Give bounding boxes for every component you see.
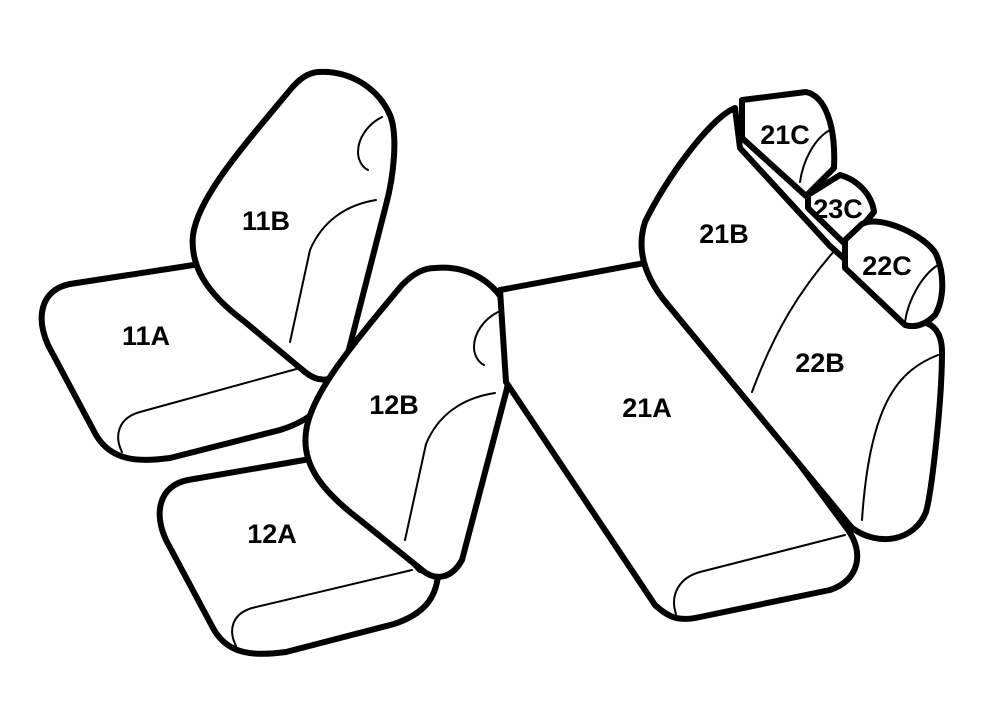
rear-right-headrest [842, 218, 946, 330]
label-23C: 23C [813, 194, 863, 224]
front-left-backrest [189, 68, 398, 383]
label-22B: 22B [795, 348, 845, 378]
front-right-headrest-seam [473, 311, 499, 366]
rear-seat: 21A 21B 22B 21C 23C 22C [497, 89, 946, 622]
label-21B: 21B [699, 219, 749, 249]
front-right-backrest-bolster-seam [404, 392, 496, 541]
rear-right-bolster-seam [861, 354, 939, 521]
rear-backrest [638, 105, 945, 543]
front-left-backrest-bolster-seam [289, 199, 377, 343]
rear-cushion-seam [673, 534, 846, 615]
front-left-headrest-seam [357, 116, 383, 171]
label-22C: 22C [862, 251, 912, 281]
label-11B: 11B [242, 206, 290, 236]
label-12A: 12A [247, 519, 297, 549]
label-12B: 12B [369, 390, 419, 420]
rear-left-headrest-seam [799, 129, 831, 183]
front-right-cushion [156, 455, 441, 657]
front-left-seat: 11A 11B [38, 68, 398, 463]
rear-backrest-divider-seam [751, 249, 836, 393]
front-left-cushion-seam [117, 367, 301, 453]
rear-right-headrest-seam [904, 264, 939, 323]
rear-left-headrest [739, 89, 838, 199]
label-11A: 11A [122, 321, 170, 351]
front-right-seat: 12A 12B [156, 264, 516, 657]
label-21A: 21A [622, 393, 672, 423]
front-right-cushion-seam [231, 569, 413, 647]
label-21C: 21C [760, 120, 810, 150]
rear-cushion [497, 259, 861, 622]
